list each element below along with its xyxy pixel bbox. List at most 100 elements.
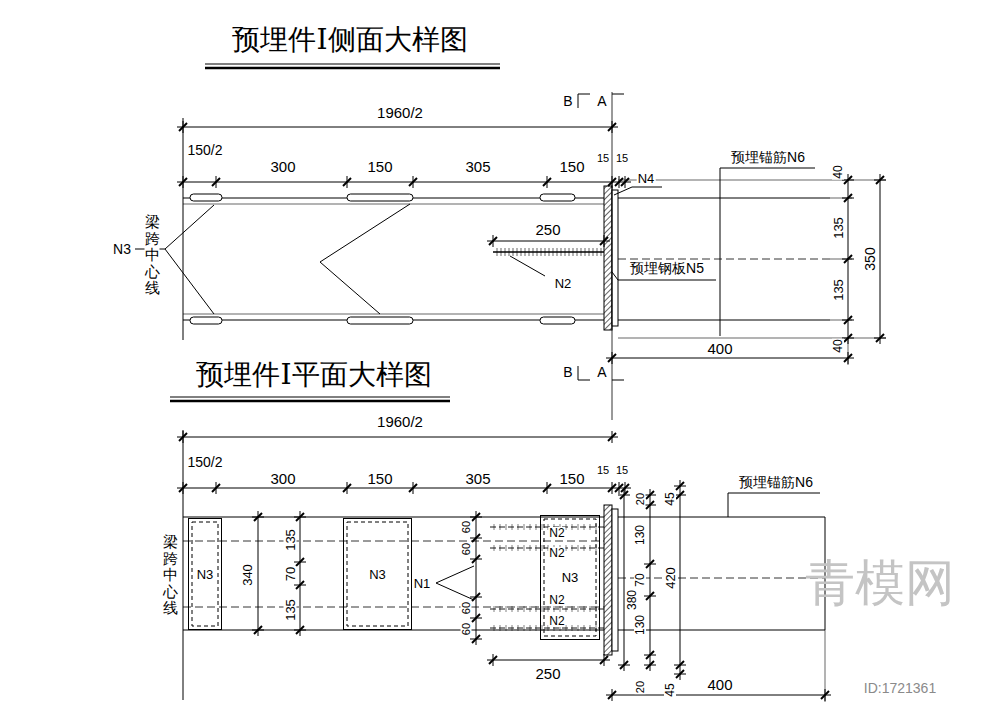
- dimension-label: 150: [366, 159, 393, 174]
- part-label: N3: [196, 568, 215, 581]
- drawing-line: [183, 118, 184, 340]
- drawing-line: [542, 545, 543, 551]
- drawing-line: [542, 625, 543, 631]
- drawing-line: [728, 493, 729, 517]
- drawing-line: [521, 248, 522, 256]
- drawing-line: [494, 545, 495, 551]
- drawing-line: [821, 691, 829, 699]
- dimension-label: 150/2: [186, 455, 223, 469]
- drawing-line: [525, 248, 526, 256]
- dimension-label: 130: [634, 524, 646, 546]
- drawing-line: [542, 606, 543, 612]
- drawing-line: [549, 248, 550, 256]
- dimension-label: N2: [548, 615, 565, 627]
- drawing-line: [529, 248, 530, 256]
- bearing-pad: [190, 194, 222, 201]
- dimension-label: N1: [413, 577, 432, 590]
- drawing-line: [490, 609, 604, 610]
- dimension-label: 135: [284, 598, 297, 622]
- drawing-line: [500, 625, 501, 631]
- drawing-line: [320, 204, 410, 262]
- drawing-line: [578, 94, 590, 95]
- embedded-part-box: N3: [188, 518, 222, 630]
- drawing-line: [590, 524, 591, 530]
- drawing-line: [212, 484, 220, 492]
- bearing-pad: [540, 317, 575, 324]
- dimension-label: 250: [534, 222, 561, 237]
- drawing-line: [177, 488, 631, 489]
- drawing-line: [409, 178, 417, 186]
- drawing-line: [584, 545, 585, 551]
- drawing-title: 预埋件Ⅰ侧面大样图: [232, 26, 467, 54]
- dimension-label: B: [562, 94, 573, 108]
- drawing-line: [205, 67, 500, 70]
- drawing-line: [624, 489, 625, 671]
- dimension-label: 15: [615, 153, 629, 164]
- dimension-label: 135: [832, 278, 845, 302]
- drawing-line: [646, 491, 654, 499]
- dimension-label: 20: [635, 492, 646, 506]
- drawing-line: [680, 480, 681, 680]
- drawing-line: [844, 316, 852, 324]
- drawing-line: [409, 484, 417, 492]
- drawing-line: [572, 606, 573, 612]
- bearing-pad: [190, 317, 222, 324]
- drawing-line: [524, 606, 525, 612]
- drawing-line: [584, 524, 585, 530]
- dimension-label: 60: [461, 601, 472, 615]
- drawing-line: [632, 187, 662, 188]
- drawing-line: [500, 524, 501, 530]
- drawing-line: [472, 534, 480, 542]
- drawing-line: [183, 204, 604, 205]
- dimension-label: A: [596, 365, 607, 379]
- drawing-line: [612, 380, 624, 381]
- dimension-label: B: [562, 365, 573, 379]
- dimension-label: 40: [832, 338, 844, 353]
- drawing-line: [560, 606, 561, 612]
- plate-outline: [604, 186, 612, 330]
- drawing-line: [524, 545, 525, 551]
- drawing-line: [506, 625, 507, 631]
- drawing-line: [876, 176, 884, 184]
- drawing-line: [578, 625, 579, 631]
- drawing-line: [606, 695, 831, 696]
- drawing-line: [612, 94, 624, 95]
- drawing-line: [590, 606, 591, 612]
- drawing-line: [472, 635, 480, 643]
- drawing-line: [513, 248, 514, 256]
- dimension-label: 15: [615, 465, 629, 476]
- drawing-line: [205, 64, 500, 65]
- drawing-line: [612, 92, 613, 420]
- drawing-line: [493, 251, 604, 253]
- drawing-line: [557, 248, 558, 256]
- dimension-label: 15: [596, 465, 610, 476]
- drawing-line: [490, 628, 604, 629]
- dimension-label: A: [596, 94, 607, 108]
- drawing-line: [578, 380, 590, 381]
- drawing-line: [530, 524, 531, 530]
- drawing-line: [589, 248, 590, 256]
- drawing-line: [183, 430, 184, 700]
- drawing-line: [536, 625, 537, 631]
- drawing-line: [618, 198, 830, 199]
- drawing-title: 预埋件Ⅰ平面大样图: [196, 361, 431, 389]
- drawing-line: [296, 581, 304, 589]
- dimension-label: N2: [548, 527, 565, 539]
- drawing-line: [593, 248, 594, 256]
- drawing-line: [494, 524, 495, 530]
- drawing-line: [524, 625, 525, 631]
- drawing-line: [505, 248, 506, 256]
- drawing-line: [512, 545, 513, 551]
- dimension-label: 350: [863, 246, 877, 271]
- drawing-line: [676, 670, 684, 678]
- dimension-label: 130: [634, 614, 646, 636]
- drawing-line: [676, 661, 684, 669]
- dimension-label: 45: [664, 491, 676, 506]
- drawing-line: [506, 606, 507, 612]
- drawing-line: [572, 524, 573, 530]
- drawing-line: [618, 280, 716, 281]
- drawing-line: [537, 248, 538, 256]
- drawing-line: [436, 566, 474, 583]
- drawing-line: [500, 606, 501, 612]
- dimension-label: 150: [366, 471, 393, 486]
